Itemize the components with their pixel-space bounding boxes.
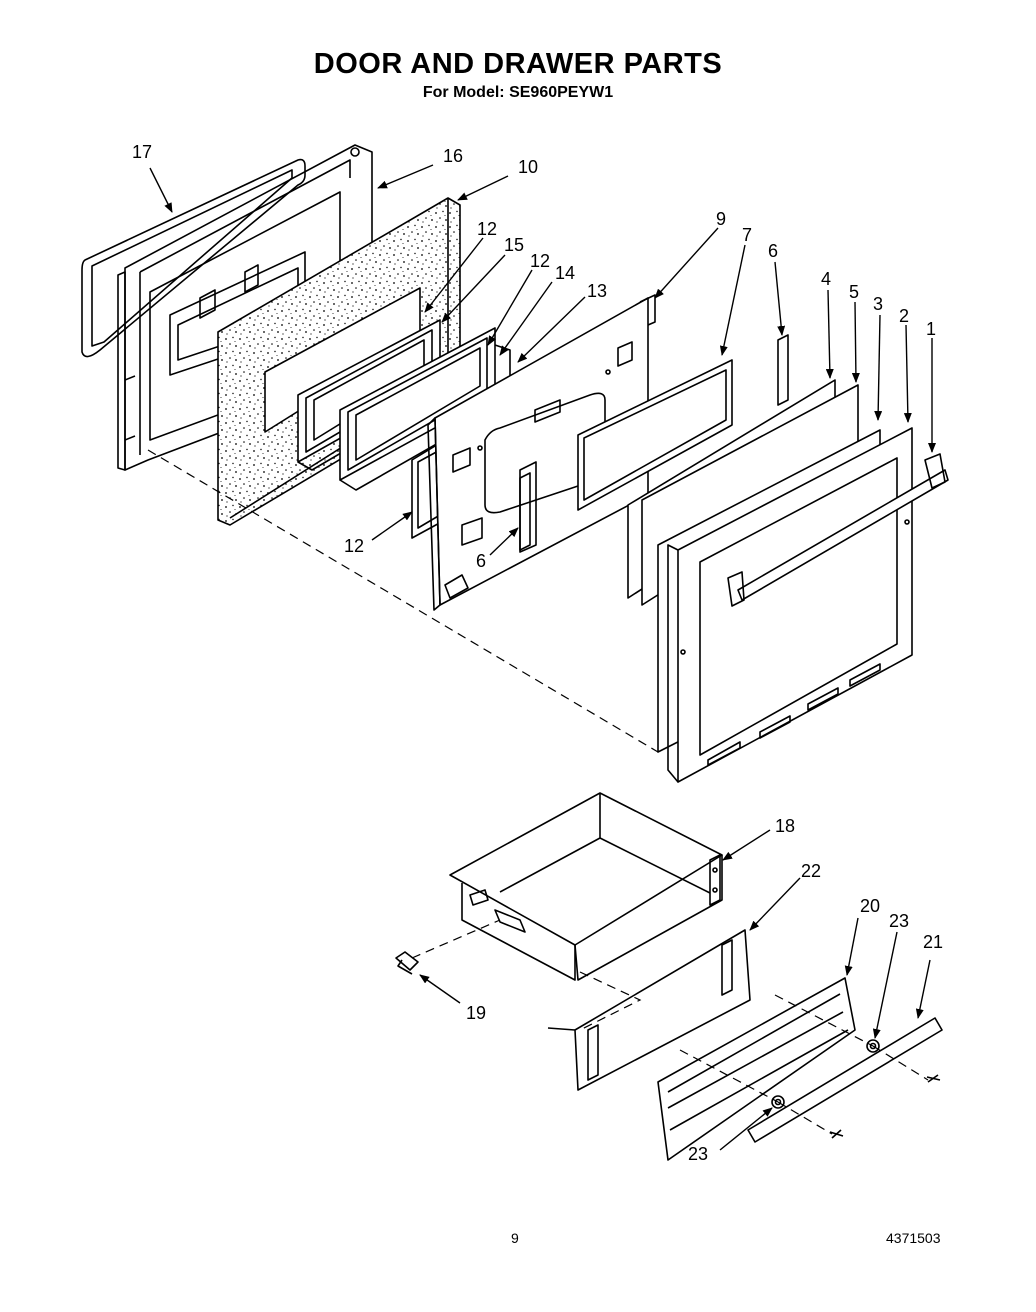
screw [829,1074,941,1139]
callout-14: 14 [555,263,575,283]
callout-16: 16 [443,146,463,166]
page-title: DOOR AND DRAWER PARTS [313,48,723,80]
callout-2: 2 [899,306,909,326]
callout-18: 18 [775,816,795,836]
callout-23: 23 [889,911,909,931]
callout-21: 21 [923,932,943,952]
document-number: 4371503 [886,1230,941,1246]
drawer-front-panel-part-20 [657,977,856,1161]
spacer-part-23 [771,1039,880,1109]
callout-12: 12 [530,251,550,271]
door-handle-part-1 [727,453,949,607]
callout-9: 9 [716,209,726,229]
drawer-body-part-18 [449,792,723,981]
model-subtitle: For Model: SE960PEYW1 [422,84,614,101]
callout-13: 13 [587,281,607,301]
outer-glass-part-7 [577,359,733,511]
callout-12: 12 [344,536,364,556]
callout-17: 17 [132,142,152,162]
callout-12: 12 [477,219,497,239]
callout-10: 10 [518,157,538,177]
callout-5: 5 [849,282,859,302]
callout-15: 15 [504,235,524,255]
callout-6: 6 [476,551,486,571]
hinge-bracket-part-6 [519,334,789,551]
trim-strip-part-21 [747,1017,943,1143]
leader-arrows [149,164,936,1151]
callout-1: 1 [926,319,936,339]
outer-door-frame-part-2 [667,427,913,783]
callout-20: 20 [860,896,880,916]
callout-6: 6 [768,241,778,261]
callout-7: 7 [742,225,752,245]
drawer-clip-part-19 [395,951,419,975]
callout-3: 3 [873,294,883,314]
callout-19: 19 [466,1003,486,1023]
callout-4: 4 [821,269,831,289]
assembly-lines [147,449,929,1135]
door-gasket-part-17 [81,158,306,358]
callout-22: 22 [801,861,821,881]
callout-23: 23 [688,1144,708,1164]
drawer-front-inner-part-22 [547,929,751,1091]
page-number: 9 [511,1230,519,1246]
